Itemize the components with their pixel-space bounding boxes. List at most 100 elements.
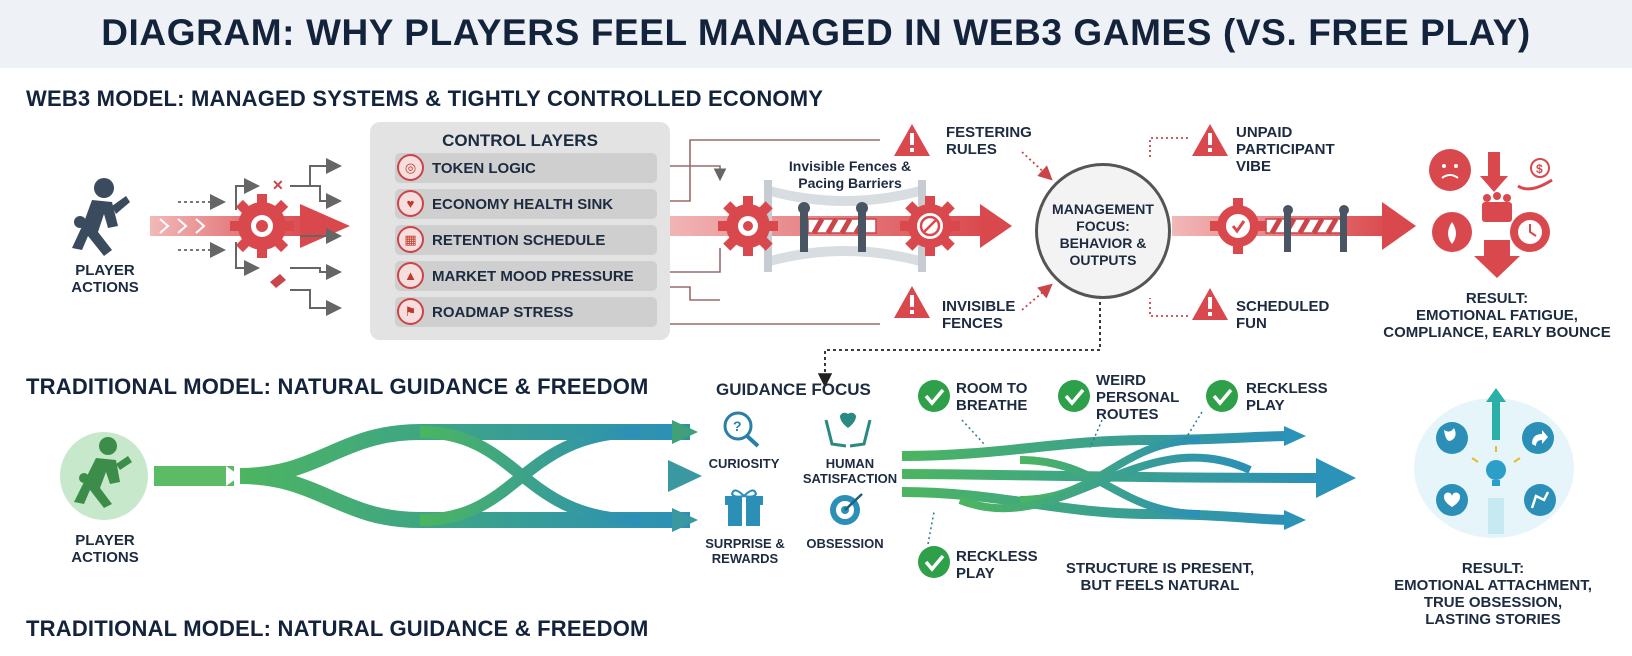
target-icon [830,493,863,525]
guidance-focus-heading: GUIDANCE FOCUS [716,380,871,399]
title-band [0,0,1632,68]
warning-icon [1192,124,1228,156]
warning-festering-rules: FESTERING RULES [946,124,1032,158]
web3-section-title: WEB3 MODEL: MANAGED SYSTEMS & TIGHTLY CO… [26,86,824,111]
result-line: RESULT: [1461,560,1525,577]
control-layer-market-mood [395,261,657,291]
warning-invisible-fences: INVISIBLE FENCES [942,298,1015,332]
check-line: WEIRD [1096,372,1146,389]
guidance-line: HUMAN [825,456,875,471]
warning-line: PARTICIPANT [1236,141,1335,158]
human-satisfaction-label: HUMAN SATISFACTION [800,456,900,486]
check-icon [1206,380,1238,412]
blocked-gear-icon [900,196,960,256]
check-icon [918,546,950,578]
warning-line: SCHEDULED [1236,298,1330,315]
token-icon: ◎ [397,154,424,181]
control-layer-economy-health [395,189,657,219]
management-line: FOCUS: [1076,218,1130,234]
check-line: RECKLESS [956,548,1038,565]
warning-line: FENCES [942,315,1003,332]
warning-unpaid-participant: UNPAID PARTICIPANT VIBE [1236,124,1335,175]
heart-pulse-icon: ♥ [397,190,424,217]
guidance-line: REWARDS [711,551,779,566]
traditional-section-title: TRADITIONAL MODEL: NATURAL GUIDANCE & FR… [26,374,649,399]
footer-section-title: TRADITIONAL MODEL: NATURAL GUIDANCE & FR… [26,616,649,641]
player-icon-web3 [72,178,130,256]
check-line: ROUTES [1096,406,1159,423]
svg-text:?: ? [733,418,742,434]
structure-line: BUT FEELS NATURAL [1080,577,1240,594]
check-icon [918,380,950,412]
management-focus-label: MANAGEMENT FOCUS: BEHAVIOR & OUTPUTS [1035,201,1171,269]
control-layer-label: ROADMAP STRESS [432,304,574,321]
rising-chart-icon: ▲ [397,262,424,289]
calendar-icon: ▦ [397,226,424,253]
post-barrier [1265,205,1349,252]
obsession-label: OBSESSION [806,536,884,551]
warning-icon [894,124,930,156]
warning-line: INVISIBLE [942,298,1016,315]
check-line: RECKLESS [1246,380,1328,397]
management-line: BEHAVIOR & [1059,235,1147,251]
structure-line: STRUCTURE IS PRESENT, [1065,560,1255,577]
control-layer-label: ECONOMY HEALTH SINK [432,196,614,213]
check-reckless-play-top: RECKLESS PLAY [1246,380,1328,414]
traditional-result: RESULT: EMOTIONAL ATTACHMENT, TRUE OBSES… [1362,560,1624,628]
check-room-to-breathe: ROOM TO BREATHE [956,380,1027,414]
fences-label-line: Pacing Barriers [798,175,902,191]
guidance-line: SURPRISE & [705,536,785,551]
warning-line: FESTERING [946,124,1032,141]
fences-label-line: Invisible Fences & [788,158,912,174]
player-label-line: ACTIONS [71,549,139,566]
svg-text:✕: ✕ [272,177,284,193]
surprise-rewards-label: SURPRISE & REWARDS [700,536,790,566]
check-gear-icon [1210,198,1266,254]
traditional-result-icons [1414,388,1574,538]
svg-text:$: $ [1536,162,1543,176]
page-title: DIAGRAM: WHY PLAYERS FEEL MANAGED IN WEB… [101,12,1531,53]
gift-icon [725,489,763,526]
control-layer-roadmap [395,297,657,327]
warning-line: VIBE [1236,158,1272,175]
control-layer-retention [395,225,657,255]
check-line: ROOM TO [956,380,1028,397]
result-line: TRUE OBSESSION, [1423,594,1563,611]
player-label-line: PLAYER [75,532,135,549]
control-layers-heading: CONTROL LAYERS [442,131,598,150]
check-line: PLAY [956,565,995,582]
management-line: OUTPUTS [1069,252,1137,268]
warning-scheduled-fun: SCHEDULED FUN [1236,298,1329,332]
player-icon-traditional [74,437,132,508]
control-layer-label: MARKET MOOD PRESSURE [432,268,634,285]
result-line: LASTING STORIES [1425,611,1561,628]
web3-flow-arrowhead [300,204,350,248]
check-icon [1058,380,1090,412]
result-line: EMOTIONAL ATTACHMENT, [1394,577,1592,594]
web3-result-icons: $ [1429,149,1553,278]
check-line: BREATHE [956,397,1028,414]
structure-note: STRUCTURE IS PRESENT, BUT FEELS NATURAL [1050,560,1270,594]
player-label-line: ACTIONS [71,279,139,296]
result-line: EMOTIONAL FATIGUE, [1416,307,1578,324]
curiosity-label: CURIOSITY [708,456,780,471]
warning-line: UNPAID [1236,124,1293,141]
check-weird-routes: WEIRD PERSONAL ROUTES [1096,372,1179,423]
traditional-player-label: PLAYER ACTIONS [60,532,150,566]
warning-icon [894,286,930,318]
result-line: COMPLIANCE, EARLY BOUNCE [1383,324,1611,341]
warning-icon [1192,288,1228,320]
web3-result: RESULT: EMOTIONAL FATIGUE, COMPLIANCE, E… [1362,290,1632,341]
check-reckless-play-bottom: RECKLESS PLAY [956,548,1038,582]
warning-line: FUN [1236,315,1267,332]
check-line: PLAY [1246,397,1285,414]
web3-player-label: PLAYER ACTIONS [60,262,150,296]
fence-barrier [764,180,926,272]
fences-label: Invisible Fences & Pacing Barriers [770,158,930,192]
player-label-line: PLAYER [75,262,135,279]
chevrons [159,218,206,234]
management-line: MANAGEMENT [1052,201,1154,217]
gear-icon [718,196,778,256]
guidance-line: SATISFACTION [802,471,898,486]
